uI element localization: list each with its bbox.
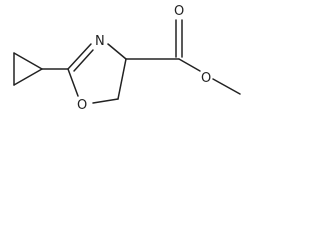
atom-label-carbonyl-oxygen: O — [174, 4, 184, 19]
bond-cyclopropyl-lower — [13, 68, 43, 86]
bond-c2-n-double-a — [67, 43, 92, 70]
chemical-structure: N O O O — [13, 4, 241, 113]
oxazoline-ring — [67, 43, 127, 104]
atom-label-ring-nitrogen: N — [95, 34, 105, 49]
atom-label-ester-oxygen: O — [201, 71, 211, 86]
bond-c4-c5 — [117, 58, 127, 100]
atom-label-ring-oxygen: O — [77, 98, 87, 113]
methyl-ester-group — [125, 19, 241, 95]
bond-ester-o-methyl — [212, 78, 241, 95]
bond-n-c4 — [107, 43, 127, 60]
bond-o1-c2 — [67, 68, 79, 97]
bond-cyclopropyl-upper — [13, 52, 43, 70]
cyclopropyl-ring — [13, 52, 43, 86]
bond-c5-o1 — [92, 98, 119, 104]
bond-carbonyl-ester-o — [178, 58, 201, 72]
bond-c2-n-double-b — [73, 49, 94, 72]
